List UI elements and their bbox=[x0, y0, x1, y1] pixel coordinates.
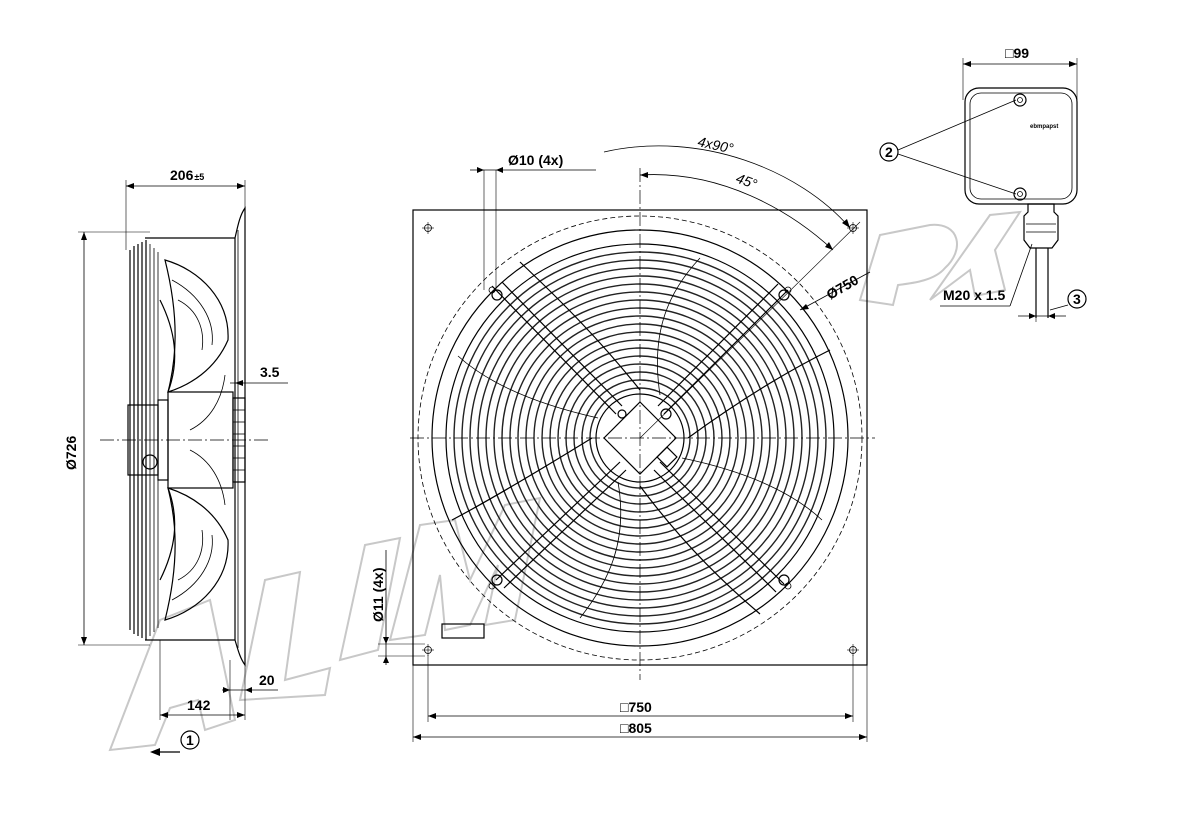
mount-depth-dimension: 142 bbox=[187, 697, 211, 713]
support-struts bbox=[491, 281, 790, 593]
watermark bbox=[108, 210, 1022, 752]
box-width-dimension: □99 bbox=[1005, 45, 1029, 61]
side-view bbox=[78, 180, 288, 756]
offset-dimension: 3.5 bbox=[260, 364, 280, 380]
hole-dimension: Ø10 (4x) bbox=[508, 152, 563, 168]
impeller-blades bbox=[159, 259, 229, 621]
corner-hole-dimension: Ø11 (4x) bbox=[370, 568, 386, 622]
callout-3: 3 bbox=[1073, 291, 1081, 307]
inner-square-dimension: □750 bbox=[620, 699, 652, 715]
diameter-dimension: Ø726 bbox=[63, 436, 79, 470]
callout-2: 2 bbox=[885, 144, 893, 160]
front-view bbox=[378, 145, 875, 742]
gland-dimension: M20 x 1.5 bbox=[943, 287, 1005, 303]
view-callout-1: 1 bbox=[186, 732, 194, 748]
outer-square-dimension: □805 bbox=[620, 720, 652, 736]
flange-dimension: 20 bbox=[259, 672, 275, 688]
brand-logo: ebmpapst bbox=[1030, 124, 1058, 130]
terminal-box bbox=[879, 58, 1087, 322]
angle-dimension: 45° bbox=[734, 170, 760, 192]
angle-total-dimension: 4x90° bbox=[696, 133, 735, 156]
type-plate bbox=[441, 623, 485, 639]
corner-holes bbox=[422, 222, 859, 656]
depth-dimension: 206±5 bbox=[170, 167, 204, 183]
blade-outlines bbox=[451, 257, 831, 619]
bolt-circle-dimension: Ø750 bbox=[824, 272, 862, 303]
